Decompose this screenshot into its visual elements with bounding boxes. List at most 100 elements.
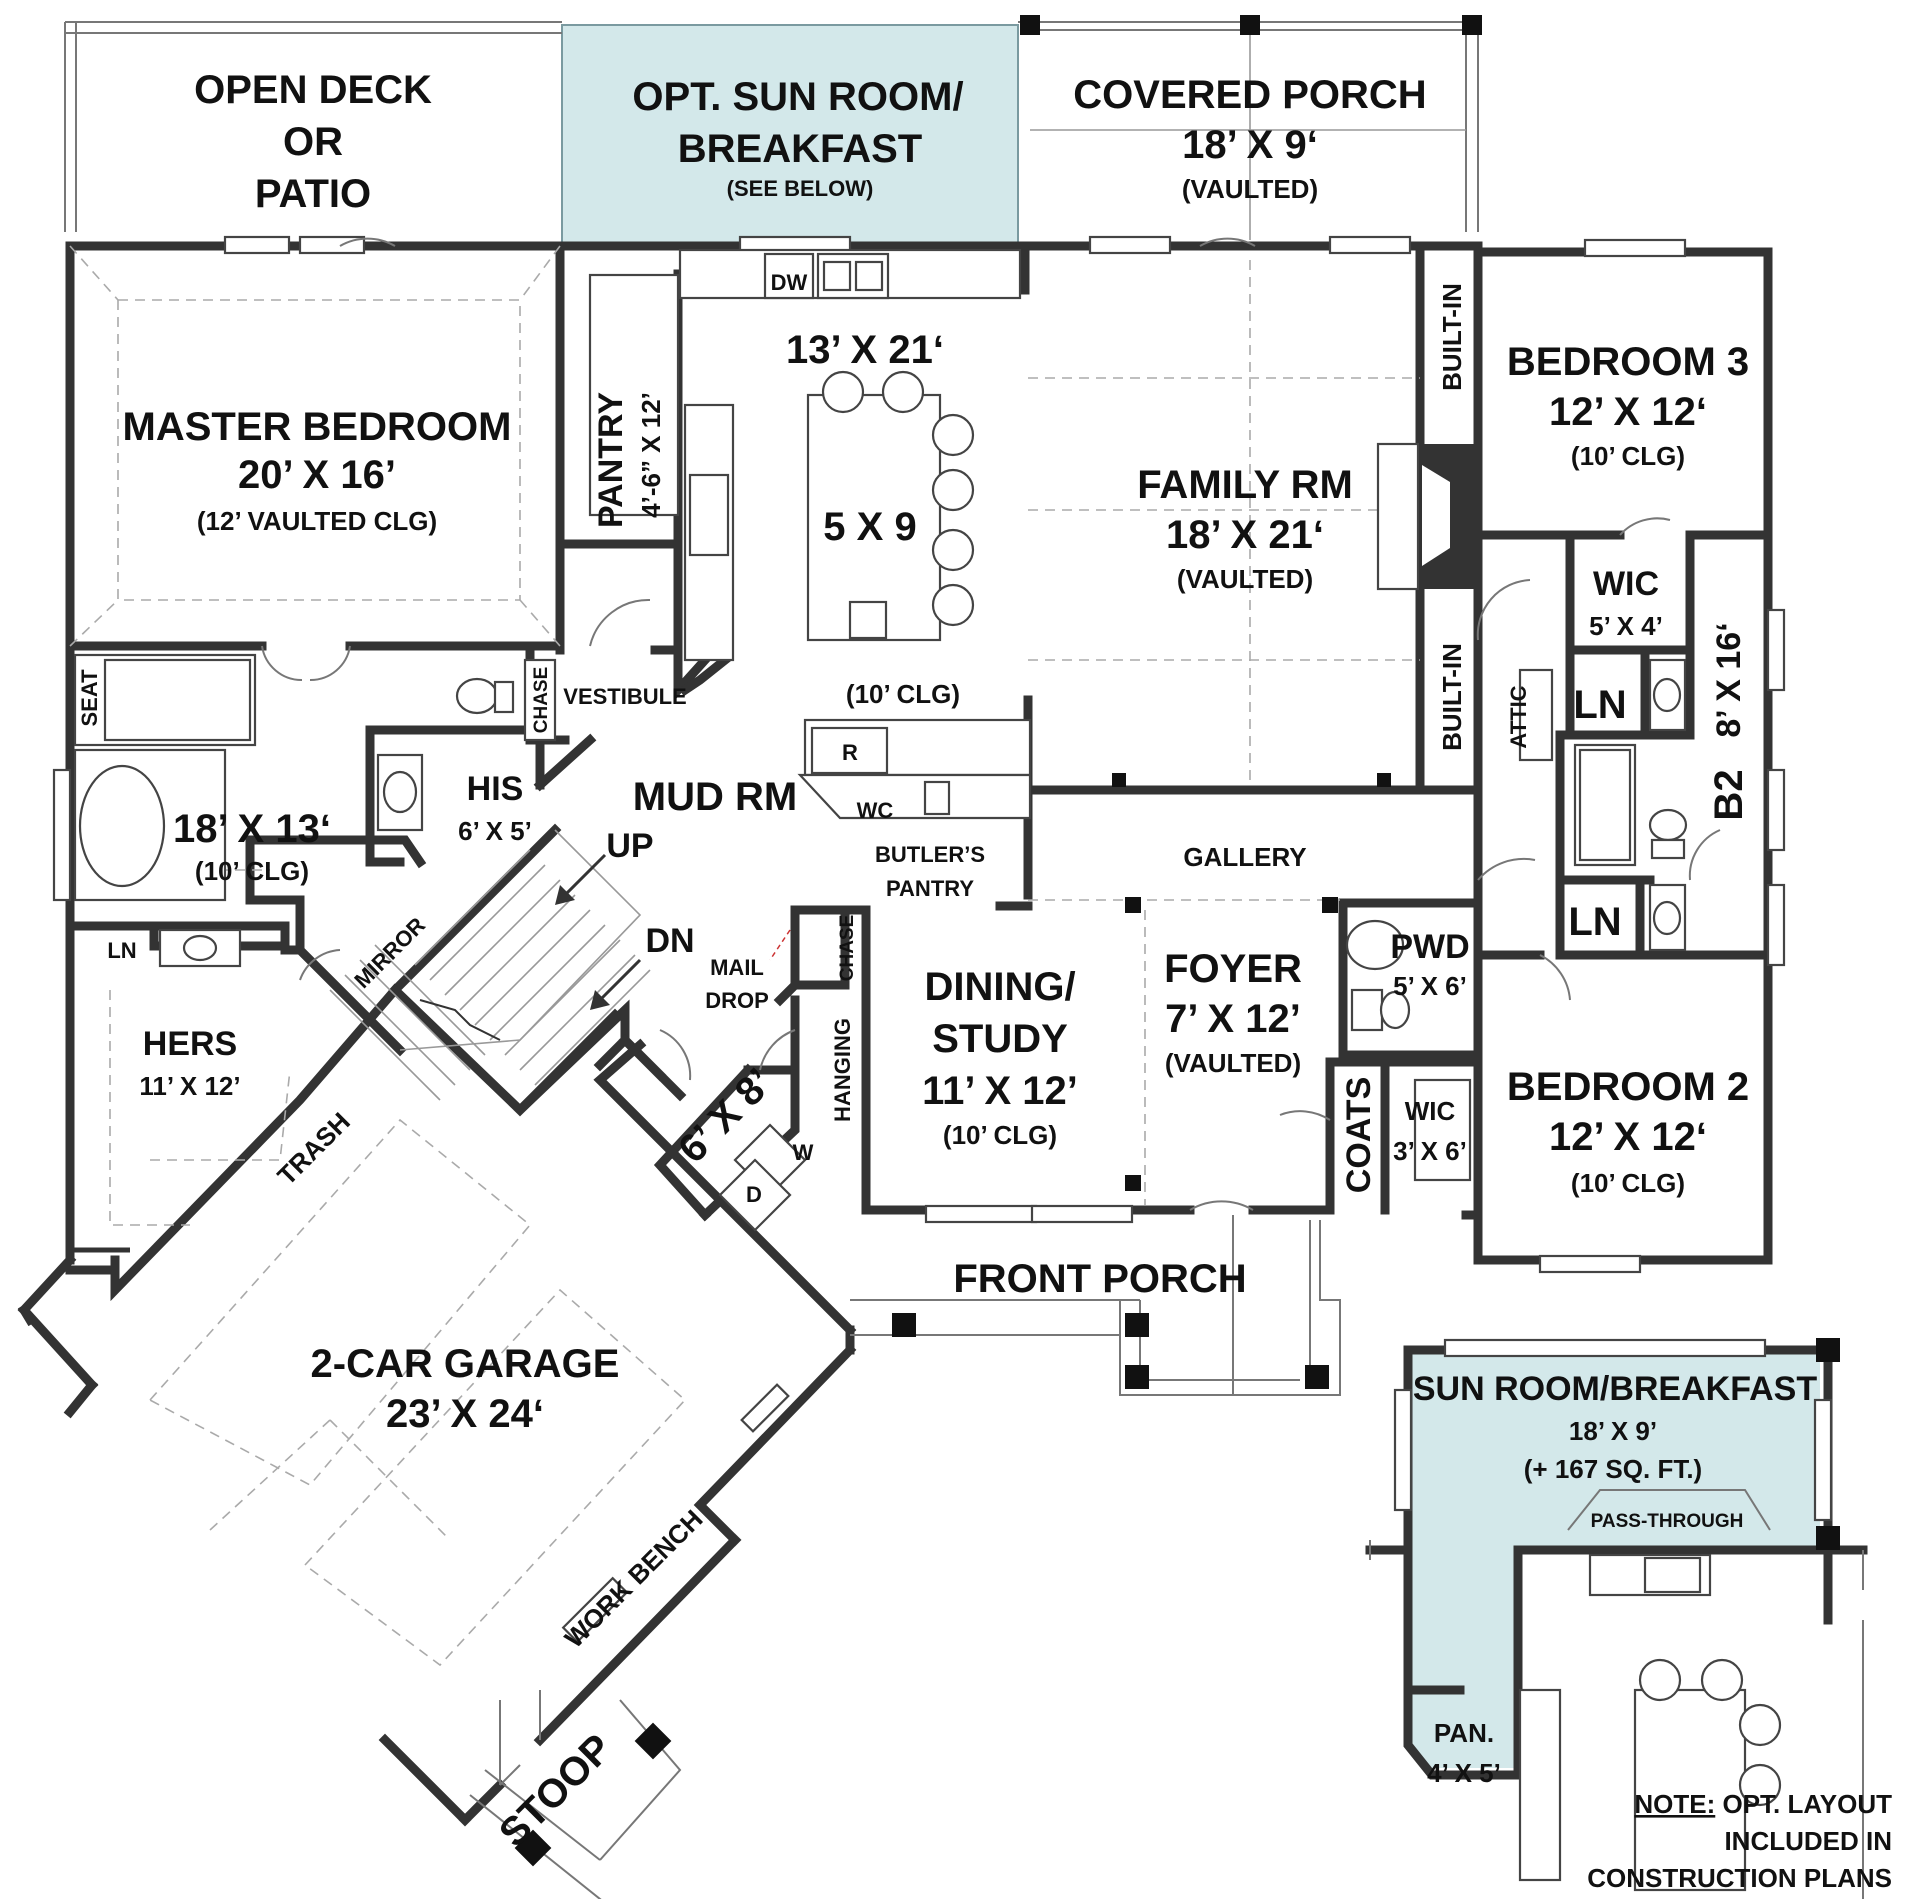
master-bedroom-dim: 20’ X 16’ <box>238 453 396 497</box>
wic-b2-name: WIC <box>1405 1096 1456 1126</box>
builtin-top: BUILT-IN <box>1437 283 1467 391</box>
note-line-3: CONSTRUCTION PLANS <box>1587 1863 1892 1893</box>
bedroom2-note: (10’ CLG) <box>1571 1168 1685 1198</box>
mail-drop-label-2: DROP <box>705 988 769 1013</box>
master-bath-dim: 18’ X 13‘ <box>173 807 331 851</box>
laundry-appliances <box>718 1123 807 1232</box>
stair-dn-label: DN <box>645 922 694 960</box>
opt-sunroom-note: (SEE BELOW) <box>727 176 874 201</box>
hers-dim: 11’ X 12’ <box>139 1071 240 1101</box>
b2-name: B2 <box>1707 769 1751 820</box>
master-bath-note: (10’ CLG) <box>195 856 309 886</box>
kitchen-island-dim: 5 X 9 <box>823 505 916 549</box>
deck-label-3: PATIO <box>255 172 371 216</box>
dining-note: (10’ CLG) <box>943 1120 1057 1150</box>
windows <box>52 235 1786 1274</box>
vestibule-label: VESTIBULE <box>563 684 686 709</box>
washer-label: W <box>793 1140 814 1165</box>
garage-name: 2-CAR GARAGE <box>311 1342 620 1386</box>
garage-dim: 23’ X 24‘ <box>386 1392 544 1436</box>
kitchen-fixtures <box>588 248 1032 820</box>
coats-label: COATS <box>1340 1077 1378 1193</box>
master-bedroom-name: MASTER BEDROOM <box>123 405 512 449</box>
mirror-label: MIRROR <box>349 912 430 993</box>
seat-label: SEAT <box>77 669 102 727</box>
inset-sunroom-area <box>1408 1350 1820 1768</box>
hers-name: HERS <box>143 1025 237 1063</box>
covered-porch-name: COVERED PORCH <box>1073 73 1426 117</box>
family-rm-note: (VAULTED) <box>1177 564 1313 594</box>
dining-dim: 11’ X 12’ <box>922 1069 1078 1113</box>
b2-fixtures <box>1345 658 1688 1182</box>
ln-bottom: LN <box>1568 900 1621 944</box>
chase-mid: CHASE <box>837 915 858 982</box>
doors <box>261 237 1721 1785</box>
master-bedroom-note: (12’ VAULTED CLG) <box>197 506 437 536</box>
note-line-2: INCLUDED IN <box>1724 1826 1892 1856</box>
refrigerator-label: R <box>842 740 858 765</box>
inset-walls <box>1365 1338 1868 1899</box>
dining-label-1: DINING/ <box>924 965 1075 1009</box>
pwd-name: PWD <box>1390 928 1469 966</box>
family-rm-name: FAMILY RM <box>1137 463 1353 507</box>
pantry-dim: 4’-6” X 12’ <box>636 392 666 518</box>
family-rm-dim: 18’ X 21‘ <box>1166 513 1324 557</box>
foyer-note: (VAULTED) <box>1165 1048 1301 1078</box>
front-porch-label: FRONT PORCH <box>953 1257 1246 1301</box>
dining-label-2: STUDY <box>932 1017 1068 1061</box>
bedroom3-note: (10’ CLG) <box>1571 441 1685 471</box>
builtin-bottom: BUILT-IN <box>1437 643 1467 751</box>
gallery-posts <box>1112 773 1391 1191</box>
dryer-label: D <box>746 1182 762 1207</box>
front-porch <box>850 1215 1341 1396</box>
hanging-label: HANGING <box>830 1018 855 1122</box>
inset-pantry-name: PAN. <box>1434 1718 1494 1748</box>
stairs <box>329 829 791 1101</box>
butlers-label-1: BUTLER’S <box>875 842 985 867</box>
pantry-name: PANTRY <box>592 392 630 528</box>
bedroom2-name: BEDROOM 2 <box>1507 1065 1749 1109</box>
work-bench-label: WORK BENCH <box>559 1504 709 1654</box>
inset-sqft: (+ 167 SQ. FT.) <box>1524 1454 1702 1484</box>
mail-drop-label-1: MAIL <box>710 955 764 980</box>
pwd-dim: 5’ X 6’ <box>1393 971 1467 1001</box>
bedroom2-dim: 12’ X 12‘ <box>1549 1115 1707 1159</box>
bedroom3-dim: 12’ X 12‘ <box>1549 390 1707 434</box>
wc-label: WC <box>857 798 894 823</box>
opt-sunroom-label-2: BREAKFAST <box>678 127 922 171</box>
deck-label-2: OR <box>283 120 343 164</box>
opt-sunroom-label-1: OPT. SUN ROOM/ <box>632 75 963 119</box>
wic-b3-dim: 5’ X 4’ <box>1589 611 1663 641</box>
foyer-dim: 7’ X 12’ <box>1165 997 1301 1041</box>
note-text-1: OPT. LAYOUT <box>1715 1789 1892 1819</box>
dishwasher-label: DW <box>771 270 808 295</box>
ln-top: LN <box>1573 683 1626 727</box>
porch-posts <box>1020 15 1482 35</box>
wic-b2-dim: 3’ X 6’ <box>1393 1136 1467 1166</box>
attic-label: ATTIC <box>1506 685 1531 748</box>
master-bath-ln: LN <box>107 938 136 963</box>
note-label: NOTE: <box>1634 1789 1715 1819</box>
wic-b3-name: WIC <box>1593 565 1659 603</box>
chase-top: CHASE <box>531 667 552 734</box>
mud-rm-label: MUD RM <box>633 775 797 819</box>
his-dim: 6’ X 5’ <box>458 816 532 846</box>
kitchen-ceiling: (10’ CLG) <box>846 679 960 709</box>
gallery-label: GALLERY <box>1183 842 1306 872</box>
stool-circles <box>821 370 975 627</box>
fireplace <box>1376 442 1476 591</box>
opt-sunroom-area <box>561 24 1019 244</box>
inset-pass-through: PASS-THROUGH <box>1591 1511 1744 1532</box>
kitchen-dim: 13’ X 21‘ <box>786 328 944 372</box>
note-line-1: NOTE: OPT. LAYOUT <box>1634 1789 1892 1819</box>
inset-dim: 18’ X 9’ <box>1569 1416 1657 1446</box>
butlers-label-2: PANTRY <box>886 876 974 901</box>
b2-dim: 8’ X 16‘ <box>1710 622 1748 737</box>
covered-porch-dim: 18’ X 9‘ <box>1182 123 1318 167</box>
covered-porch-note: (VAULTED) <box>1182 174 1318 204</box>
inset-pantry-dim: 4’ X 5’ <box>1427 1758 1501 1788</box>
inset-title: SUN ROOM/BREAKFAST <box>1413 1370 1817 1408</box>
bedroom3-name: BEDROOM 3 <box>1507 340 1749 384</box>
his-name: HIS <box>467 770 524 808</box>
